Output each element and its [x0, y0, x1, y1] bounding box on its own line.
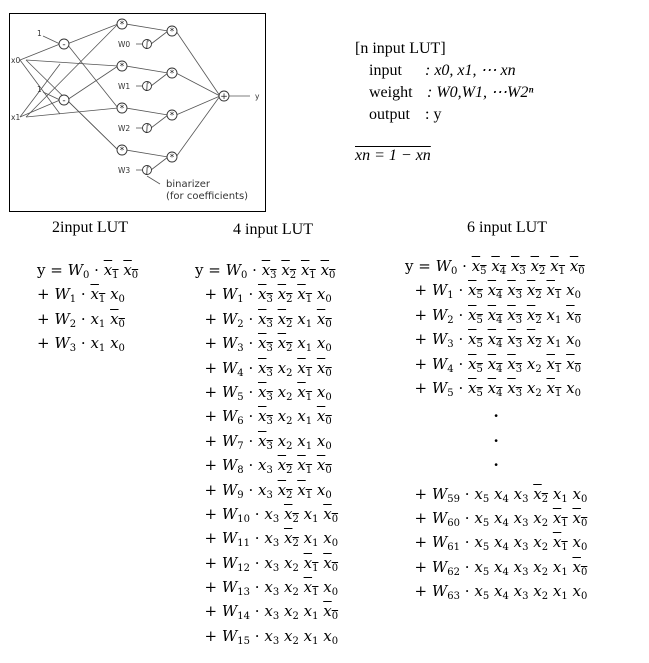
lut-spec-block: [n input LUT] input : x0, x1, ⋯ xn weight… — [355, 38, 533, 126]
equation-4input-term: + W9 · x3 x2 x1 x0 — [195, 480, 332, 501]
minus-node-1 — [58, 94, 70, 106]
mult-node-a1 — [116, 60, 128, 72]
mult-symbol-b3: * — [170, 153, 175, 163]
negation-formula: xn = 1 − xn — [355, 147, 431, 164]
binarizer-symbol-3: ∫ — [145, 166, 150, 176]
spec-input-value: : x0, x1, ⋯ xn — [425, 62, 516, 79]
equation-column-2input: y = W0 · x1 x0 + W1 · x1 x0 + W2 · x1 x0… — [37, 258, 138, 356]
weight-label-w3: W3 — [118, 166, 130, 175]
equation-4input-term: + W12 · x3 x2 x1 x0 — [195, 553, 339, 574]
mult-node-b3 — [166, 151, 178, 163]
binarizer-symbol-2: ∫ — [145, 124, 150, 134]
mult-symbol-b2: * — [170, 111, 175, 121]
equation-4input-term: + W8 · x3 x2 x1 x0 — [195, 456, 332, 477]
ellipsis-dot: . — [493, 427, 499, 446]
equation-4input-term: + W1 · x3 x2 x1 x0 — [195, 285, 332, 306]
input-label-x1: x1 — [11, 113, 20, 122]
col-title-2input: 2input LUT — [52, 219, 128, 236]
weight-label-w1: W1 — [118, 82, 130, 91]
binarizer-note: binarizer — [166, 179, 211, 190]
equation-2input-term: + W1 · x1 x0 — [37, 285, 125, 306]
spec-input-label: input — [369, 62, 402, 79]
binarizer-symbol-1: ∫ — [145, 82, 150, 92]
binarizer-symbol-0: ∫ — [145, 40, 150, 50]
ellipsis-dot: . — [493, 403, 499, 422]
mult-node-a3 — [116, 144, 128, 156]
equation-4input-term: + W10 · x3 x2 x1 x0 — [195, 504, 339, 525]
equation-6input-term: + W61 · x5 x4 x3 x2 x1 x0 — [405, 533, 588, 554]
equation-4input-term: + W5 · x3 x2 x1 x0 — [195, 382, 332, 403]
negation-definition: xn = 1 − xn — [355, 147, 431, 165]
spec-output-row: output : y — [355, 104, 533, 126]
mult-node-a2 — [116, 102, 128, 114]
equation-4input-term: + W2 · x3 x2 x1 x0 — [195, 309, 332, 330]
binarizer-note-sub: (for coefficients) — [166, 191, 248, 202]
mult-node-b0 — [166, 25, 178, 37]
spec-output-value: : y — [425, 106, 442, 123]
mult-symbol-a1: * — [120, 62, 125, 72]
equation-6input-term: + W5 · x5 x4 x3 x2 x1 x0 — [405, 378, 581, 399]
equation-4input-term: + W4 · x3 x2 x1 x0 — [195, 358, 332, 379]
mult-node-b1 — [166, 67, 178, 79]
equation-4input-term: + W7 · x3 x2 x1 x0 — [195, 431, 332, 452]
equation-6input-term: + W3 · x5 x4 x3 x2 x1 x0 — [405, 330, 581, 351]
spec-weight-row: weight : W0,W1, ⋯W2ⁿ — [355, 82, 533, 104]
mult-symbol-a0: * — [120, 20, 125, 30]
equation-6input-term: + W60 · x5 x4 x3 x2 x1 x0 — [405, 508, 588, 529]
spec-title: [n input LUT] — [355, 40, 446, 57]
mult-symbol-a3: * — [120, 146, 125, 156]
col-title-6input: 6 input LUT — [467, 219, 547, 236]
minus-symbol-0: - — [62, 40, 65, 50]
equation-2input-term: + W2 · x1 x0 — [37, 309, 125, 330]
equation-2input-term: y = W0 · x1 x0 — [37, 261, 139, 281]
equation-2input-term: + W3 · x1 x0 — [37, 334, 125, 355]
equation-6input-term: + W63 · x5 x4 x3 x2 x1 x0 — [405, 582, 588, 603]
equation-4input-term: + W14 · x3 x2 x1 x0 — [195, 602, 339, 623]
binarizer-node-3 — [142, 165, 152, 175]
spec-weight-label: weight — [369, 84, 413, 101]
minus-symbol-1: - — [62, 96, 65, 106]
sum-node — [218, 90, 230, 102]
equation-6input-term: + W1 · x5 x4 x3 x2 x1 x0 — [405, 281, 581, 302]
bias-label-1: 1 — [37, 85, 42, 94]
equation-4input-term: + W13 · x3 x2 x1 x0 — [195, 578, 339, 599]
equation-4input-term: + W6 · x3 x2 x1 x0 — [195, 407, 332, 428]
minus-node-0 — [58, 38, 70, 50]
plus-symbol: + — [220, 92, 228, 102]
binarizer-node-1 — [142, 81, 152, 91]
weight-label-w0: W0 — [118, 40, 130, 49]
col-title-4input: 4 input LUT — [233, 221, 313, 238]
network-svg: - - * * * * * * * * + ∫ ∫ ∫ ∫ x0 x1 1 1 … — [11, 18, 260, 202]
equation-6input-term: + W62 · x5 x4 x3 x2 x1 x0 — [405, 557, 588, 578]
binarizer-node-2 — [142, 123, 152, 133]
equation-6input-term: y = W0 · x5 x4 x3 x2 x1 x0 — [405, 257, 585, 277]
equation-6input-term: + W2 · x5 x4 x3 x2 x1 x0 — [405, 305, 581, 326]
input-label-x0: x0 — [11, 56, 20, 65]
mult-symbol-b1: * — [170, 69, 175, 79]
equation-6input-term: + W59 · x5 x4 x3 x2 x1 x0 — [405, 484, 588, 505]
spec-input-row: input : x0, x1, ⋯ xn — [355, 60, 533, 82]
equation-4input-term: + W3 · x3 x2 x1 x0 — [195, 334, 332, 355]
spec-output-label: output — [369, 106, 410, 123]
equation-4input-term: + W15 · x3 x2 x1 x0 — [195, 626, 339, 647]
ellipsis-dot: . — [493, 452, 499, 471]
mult-symbol-a2: * — [120, 104, 125, 114]
spec-weight-value: : W0,W1, ⋯W2ⁿ — [427, 84, 534, 101]
equation-column-6input: y = W0 · x5 x4 x3 x2 x1 x0 + W1 · x5 x4 … — [405, 254, 587, 603]
equation-column-4input: y = W0 · x3 x2 x1 x0 + W1 · x3 x2 x1 x0 … — [195, 258, 338, 648]
bias-label-0: 1 — [37, 29, 42, 38]
mult-node-a0 — [116, 18, 128, 30]
weight-label-w2: W2 — [118, 124, 130, 133]
equation-6input-term: + W4 · x5 x4 x3 x2 x1 x0 — [405, 354, 581, 375]
mult-node-b2 — [166, 109, 178, 121]
mult-symbol-b0: * — [170, 27, 175, 37]
binarizer-node-0 — [142, 39, 152, 49]
equation-4input-term: y = W0 · x3 x2 x1 x0 — [195, 261, 336, 281]
output-label-y: y — [255, 92, 260, 101]
equation-4input-term: + W11 · x3 x2 x1 x0 — [195, 529, 339, 550]
lut-network-diagram: - - * * * * * * * * + ∫ ∫ ∫ ∫ x0 x1 1 1 … — [9, 13, 266, 212]
